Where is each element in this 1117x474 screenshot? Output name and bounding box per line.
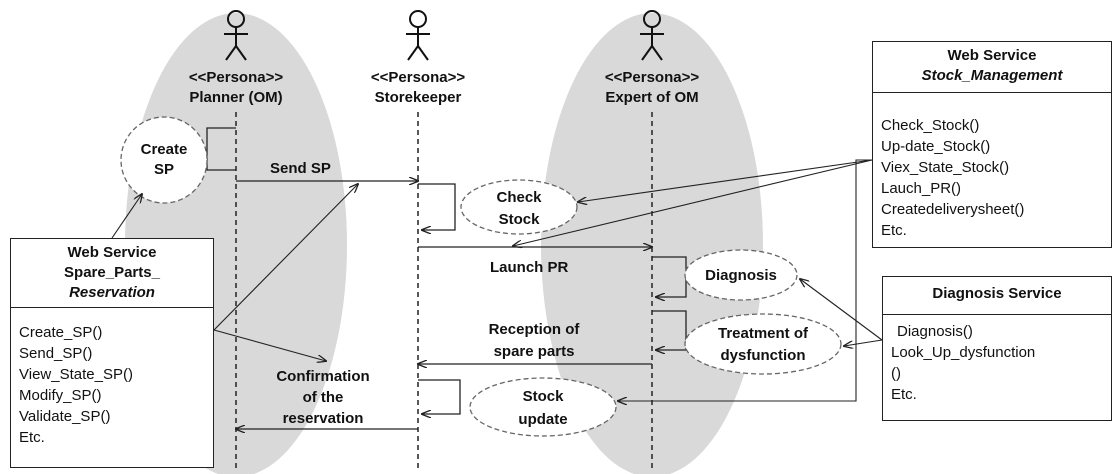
service-spare-op: Send_SP()	[19, 345, 93, 362]
service-box-stock-management-header: Web Service Stock_Management	[873, 42, 1111, 93]
connector-stock-to-launchpr	[513, 159, 873, 246]
service-spare-title-line3: Reservation	[69, 284, 155, 301]
service-spare-operations: Create_SP() Send_SP() View_State_SP() Mo…	[11, 308, 213, 448]
service-box-stock-management: Web Service Stock_Management Check_Stock…	[872, 41, 1112, 248]
connector-diagnosis-to-diagnosis	[800, 279, 883, 341]
connector-spareparts-to-sendsp	[213, 184, 358, 331]
service-spare-op: Modify_SP()	[19, 387, 102, 404]
activity-treatment	[684, 313, 842, 375]
service-box-spare-parts: Web Service Spare_Parts_ Reservation Cre…	[10, 238, 214, 468]
service-spare-op: View_State_SP()	[19, 366, 133, 383]
service-box-spare-parts-header: Web Service Spare_Parts_ Reservation	[11, 239, 213, 308]
actor-expert-icon	[640, 10, 664, 61]
service-diagnosis-op: Etc.	[891, 386, 917, 403]
message-confirmation-line1: Confirmation	[276, 368, 369, 385]
activity-stock-update-line1: Stock	[523, 388, 565, 405]
service-stock-op: Viex_State_Stock()	[881, 159, 1010, 176]
connector-diagnosis-to-treatment	[844, 339, 883, 346]
connector-spareparts-to-confirmation	[213, 329, 326, 361]
message-reception-line1: Reception of	[489, 321, 581, 338]
service-box-diagnosis: Diagnosis Service Diagnosis() Look_Up_dy…	[882, 276, 1112, 421]
service-stock-op: Etc.	[881, 222, 907, 239]
service-spare-title-line1: Web Service	[67, 244, 157, 261]
service-stock-operations: Check_Stock() Up-date_Stock() Viex_State…	[873, 93, 1111, 241]
connector-spareparts-to-createsp	[111, 194, 142, 239]
connector-stock-to-checkstock	[578, 159, 873, 202]
message-confirmation-line2: of the	[303, 389, 344, 406]
persona-storekeeper-name: Storekeeper	[375, 89, 462, 106]
activity-check-stock	[460, 179, 578, 235]
activity-create-sp	[120, 116, 208, 204]
service-stock-op: Up-date_Stock()	[881, 138, 991, 155]
self-call-stock-update	[418, 379, 461, 414]
service-spare-op: Create_SP()	[19, 324, 103, 341]
message-reception-line2: spare parts	[494, 343, 575, 360]
activity-treatment-line2: dysfunction	[721, 347, 806, 364]
service-stock-title-line1: Web Service	[947, 47, 1037, 64]
activity-create-sp-line1: Create	[141, 141, 188, 158]
connector-stock-to-stockupdate	[618, 159, 872, 401]
message-launch-pr-label: Launch PR	[490, 259, 569, 276]
persona-planner-name: Planner (OM)	[189, 89, 282, 106]
persona-expert-name: Expert of OM	[605, 89, 698, 106]
activity-create-sp-line2: SP	[154, 161, 174, 178]
message-send-sp-label: Send SP	[270, 160, 331, 177]
activity-check-stock-line2: Stock	[499, 211, 541, 228]
service-diagnosis-operations: Diagnosis() Look_Up_dysfunction () Etc.	[883, 315, 1111, 405]
service-diagnosis-title: Diagnosis Service	[932, 285, 1062, 302]
service-diagnosis-op: Look_Up_dysfunction	[891, 344, 1036, 361]
activity-stock-update	[469, 377, 617, 437]
self-call-create-sp	[206, 127, 236, 171]
service-spare-title-line2: Spare_Parts_	[64, 264, 160, 281]
activity-diagnosis	[684, 249, 798, 301]
activity-treatment-line1: Treatment of	[718, 325, 809, 342]
self-call-treatment	[652, 310, 687, 350]
service-stock-title-line2: Stock_Management	[921, 67, 1063, 84]
service-spare-op: Validate_SP()	[19, 408, 111, 425]
service-diagnosis-op: ()	[891, 365, 901, 382]
service-stock-op: Lauch_PR()	[881, 180, 962, 197]
service-box-diagnosis-header: Diagnosis Service	[883, 277, 1111, 315]
service-stock-op: Createdeliverysheet()	[881, 201, 1025, 218]
message-confirmation-line3: reservation	[283, 410, 364, 427]
service-diagnosis-op: Diagnosis()	[897, 323, 973, 340]
activity-check-stock-line1: Check	[496, 189, 542, 206]
persona-planner-stereotype: <<Persona>>	[189, 69, 283, 86]
service-spare-op: Etc.	[19, 429, 45, 446]
service-stock-op: Check_Stock()	[881, 117, 980, 134]
actor-planner-icon	[224, 10, 248, 61]
self-call-check-stock	[418, 183, 456, 230]
actor-storekeeper-icon	[406, 10, 430, 61]
persona-expert-stereotype: <<Persona>>	[605, 69, 699, 86]
activity-stock-update-line2: update	[518, 411, 567, 428]
activity-diagnosis-label: Diagnosis	[705, 267, 777, 284]
persona-storekeeper-stereotype: <<Persona>>	[371, 69, 465, 86]
